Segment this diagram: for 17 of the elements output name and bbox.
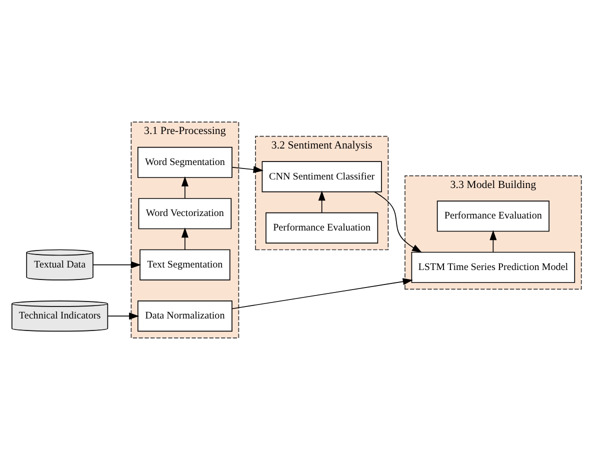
node-box: Word Segmentation xyxy=(137,146,232,178)
node-box: Performance Evaluation xyxy=(266,212,378,244)
node-box: LSTM Time Series Prediction Model xyxy=(411,252,576,283)
arrow xyxy=(181,176,188,199)
node-box: CNN Sentiment Classifier xyxy=(262,161,382,192)
node-box: Text Segmentation xyxy=(140,249,230,280)
node-box: Data Normalization xyxy=(137,300,232,332)
arrow xyxy=(374,191,422,253)
node-box: Performance Evaluation xyxy=(436,200,550,232)
arrow xyxy=(232,166,264,174)
arrow xyxy=(490,230,497,253)
arrow xyxy=(232,278,413,310)
arrow xyxy=(92,261,142,268)
node-box: Word Vectorization xyxy=(138,198,232,230)
arrow xyxy=(108,312,140,320)
arrow xyxy=(318,190,326,214)
arrow xyxy=(181,228,188,250)
